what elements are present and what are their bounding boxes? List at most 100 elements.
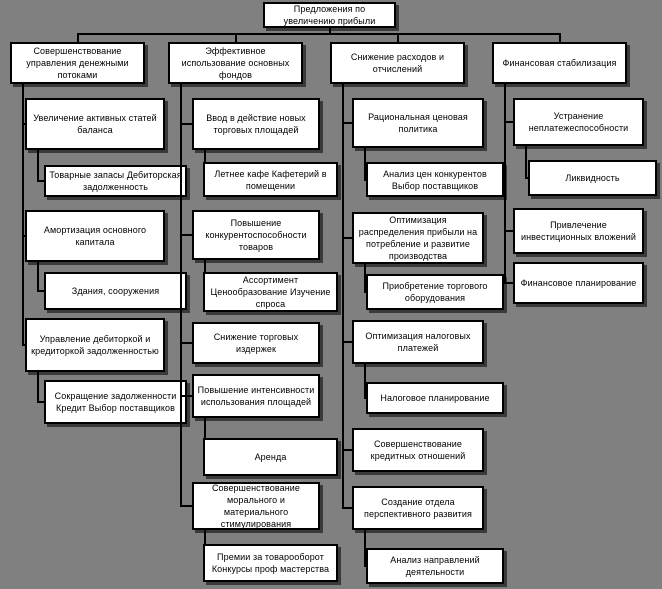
leaf-elbow-2-0-0 bbox=[364, 179, 366, 181]
node-l2-0-2-label: Управление дебиторкой и кредиторкой задо… bbox=[31, 334, 159, 356]
root-bus bbox=[76, 33, 561, 35]
node-l3-1-3-0[interactable]: Аренда bbox=[203, 438, 338, 476]
branch-elbow-3-2 bbox=[504, 282, 513, 284]
leaf-spine-2-0 bbox=[364, 148, 366, 180]
branch-spine-3 bbox=[504, 84, 506, 283]
node-l3-0-2-0[interactable]: Сокращение задолженности Кредит Выбор по… bbox=[44, 380, 187, 424]
node-l2-1-1-label: Повышение конкурентоспособности товаров bbox=[205, 218, 307, 252]
root-stem bbox=[328, 28, 331, 35]
leaf-spine-0-0 bbox=[37, 150, 39, 181]
root-node-label: Предложения по увеличению прибыли bbox=[283, 4, 376, 26]
node-l3-1-4-0-label: Премии за товарооборот Конкурсы проф мас… bbox=[211, 552, 330, 574]
leaf-elbow-0-0-0 bbox=[37, 180, 44, 182]
branch-elbow-1-4 bbox=[180, 505, 192, 507]
node-l2-1-0[interactable]: Ввод в действие новых торговых площадей bbox=[192, 98, 320, 150]
node-l3-2-0-0-label: Анализ цен конкурентов Выбор поставщиков bbox=[383, 168, 487, 191]
column-stem-0 bbox=[76, 33, 79, 42]
node-l2-2-0[interactable]: Рациональная ценовая политика bbox=[352, 98, 484, 148]
node-l3-0-0-0[interactable]: Товарные запасы Дебиторская задолженност… bbox=[44, 165, 187, 197]
node-l2-2-3-label: Совершенствование кредитных отношений bbox=[370, 439, 466, 461]
branch-elbow-0-1 bbox=[22, 235, 25, 237]
leaf-spine-2-1 bbox=[364, 264, 366, 292]
node-l3-1-4-0[interactable]: Премии за товарооборот Конкурсы проф мас… bbox=[203, 544, 338, 582]
branch-elbow-0-2 bbox=[22, 344, 25, 346]
branch-elbow-1-2 bbox=[180, 342, 192, 344]
leaf-spine-0-2 bbox=[37, 372, 39, 402]
node-l3-1-0-0-label: Летнее кафе Кафетерий в помещении bbox=[214, 168, 327, 191]
column-header-2-label: Снижение расходов и отчислений bbox=[350, 52, 445, 74]
node-l3-3-0-0-label: Ликвидность bbox=[565, 173, 620, 183]
node-l2-1-2[interactable]: Снижение торговых издержек bbox=[192, 322, 320, 364]
branch-spine-2 bbox=[342, 84, 344, 508]
branch-elbow-2-2 bbox=[342, 341, 352, 343]
node-l3-2-2-0-label: Налоговое планирование bbox=[380, 393, 490, 403]
column-header-2[interactable]: Снижение расходов и отчислений bbox=[330, 42, 465, 84]
root-node[interactable]: Предложения по увеличению прибыли bbox=[263, 2, 396, 28]
node-l3-2-4-0-label: Анализ направлений деятельности bbox=[390, 555, 480, 577]
node-l2-2-2[interactable]: Оптимизация налоговых платежей bbox=[352, 320, 484, 364]
column-stem-2 bbox=[396, 33, 399, 42]
column-stem-3 bbox=[558, 33, 561, 42]
node-l3-3-0-0[interactable]: Ликвидность bbox=[528, 160, 657, 196]
node-l3-0-1-0[interactable]: Здания, сооружения bbox=[44, 272, 187, 310]
node-l3-1-3-0-label: Аренда bbox=[254, 452, 287, 462]
node-l2-0-0-label: Увеличение активных статей баланса bbox=[33, 113, 157, 135]
leaf-elbow-2-2-0 bbox=[364, 397, 366, 399]
node-l2-2-1[interactable]: Оптимизация распределения прибыли на пот… bbox=[352, 212, 484, 264]
node-l2-1-3[interactable]: Повышение интенсивности использования пл… bbox=[192, 374, 320, 418]
node-l3-0-1-0-label: Здания, сооружения bbox=[71, 286, 160, 296]
node-l2-2-3[interactable]: Совершенствование кредитных отношений bbox=[352, 428, 484, 472]
node-l2-1-0-label: Ввод в действие новых торговых площадей bbox=[206, 113, 306, 135]
node-l2-1-3-label: Повышение интенсивности использования пл… bbox=[197, 385, 315, 407]
node-l2-0-2[interactable]: Управление дебиторкой и кредиторкой задо… bbox=[25, 318, 165, 372]
node-l3-0-2-0-label: Сокращение задолженности Кредит Выбор по… bbox=[54, 391, 177, 413]
node-l2-3-0[interactable]: Устранение неплатежеспособности bbox=[513, 98, 644, 146]
branch-elbow-3-0 bbox=[504, 121, 513, 123]
branch-elbow-1-1 bbox=[180, 234, 192, 236]
column-header-0-label: Совершенствование управления денежными п… bbox=[26, 46, 129, 80]
branch-elbow-1-0 bbox=[180, 123, 192, 125]
column-header-3[interactable]: Финансовая стабилизация bbox=[492, 42, 627, 84]
node-l3-1-1-0[interactable]: Ассортимент Ценообразование Изучение спр… bbox=[203, 272, 338, 312]
leaf-elbow-0-2-0 bbox=[37, 401, 44, 403]
node-l3-2-4-0[interactable]: Анализ направлений деятельности bbox=[366, 548, 504, 584]
node-l2-2-4[interactable]: Создание отдела перспективного развития bbox=[352, 486, 484, 530]
node-l2-3-2[interactable]: Финансовое планирование bbox=[513, 262, 644, 304]
branch-spine-1 bbox=[180, 84, 182, 506]
leaf-elbow-2-4-0 bbox=[364, 565, 366, 567]
node-l2-2-1-label: Оптимизация распределения прибыли на пот… bbox=[358, 215, 478, 261]
node-l2-3-2-label: Финансовое планирование bbox=[520, 278, 637, 288]
node-l3-2-2-0[interactable]: Налоговое планирование bbox=[366, 382, 504, 414]
column-stem-1 bbox=[234, 33, 237, 42]
node-l3-1-0-0[interactable]: Летнее кафе Кафетерий в помещении bbox=[203, 162, 338, 197]
leaf-elbow-0-1-0 bbox=[37, 290, 44, 292]
column-header-1-label: Эффективное использование основных фондо… bbox=[181, 46, 290, 80]
node-l3-0-0-0-label: Товарные запасы Дебиторская задолженност… bbox=[49, 170, 182, 192]
node-l2-3-0-label: Устранение неплатежеспособности bbox=[528, 111, 629, 133]
branch-elbow-2-1 bbox=[342, 237, 352, 239]
node-l2-3-1[interactable]: Привлечение инвестиционных вложений bbox=[513, 208, 644, 254]
node-l2-2-4-label: Создание отдела перспективного развития bbox=[364, 497, 472, 519]
column-header-1[interactable]: Эффективное использование основных фондо… bbox=[168, 42, 303, 84]
column-header-0[interactable]: Совершенствование управления денежными п… bbox=[10, 42, 145, 84]
node-l2-0-1[interactable]: Амортизация основного капитала bbox=[25, 210, 165, 262]
node-l2-1-4[interactable]: Совершенствование морального и материаль… bbox=[192, 482, 320, 530]
node-l2-2-0-label: Рациональная ценовая политика bbox=[368, 112, 468, 134]
node-l3-2-0-0[interactable]: Анализ цен конкурентов Выбор поставщиков bbox=[366, 162, 504, 197]
branch-elbow-2-3 bbox=[342, 449, 352, 451]
leaf-spine-1-3 bbox=[204, 418, 206, 457]
node-l3-1-1-0-label: Ассортимент Ценообразование Изучение спр… bbox=[210, 275, 331, 309]
branch-elbow-0-0 bbox=[22, 123, 25, 125]
leaf-spine-3-0 bbox=[525, 146, 527, 178]
node-l2-0-0[interactable]: Увеличение активных статей баланса bbox=[25, 98, 165, 150]
node-l2-1-4-label: Совершенствование морального и материаль… bbox=[211, 483, 301, 529]
node-l2-2-2-label: Оптимизация налоговых платежей bbox=[365, 331, 471, 353]
leaf-elbow-2-1-0 bbox=[364, 291, 366, 293]
node-l2-1-1[interactable]: Повышение конкурентоспособности товаров bbox=[192, 210, 320, 260]
leaf-spine-0-1 bbox=[37, 262, 39, 291]
leaf-elbow-3-0-0 bbox=[525, 177, 528, 179]
node-l2-3-1-label: Привлечение инвестиционных вложений bbox=[520, 220, 637, 242]
leaf-spine-2-4 bbox=[364, 530, 366, 566]
node-l3-2-1-0[interactable]: Приобретение торгового оборудования bbox=[366, 274, 504, 310]
